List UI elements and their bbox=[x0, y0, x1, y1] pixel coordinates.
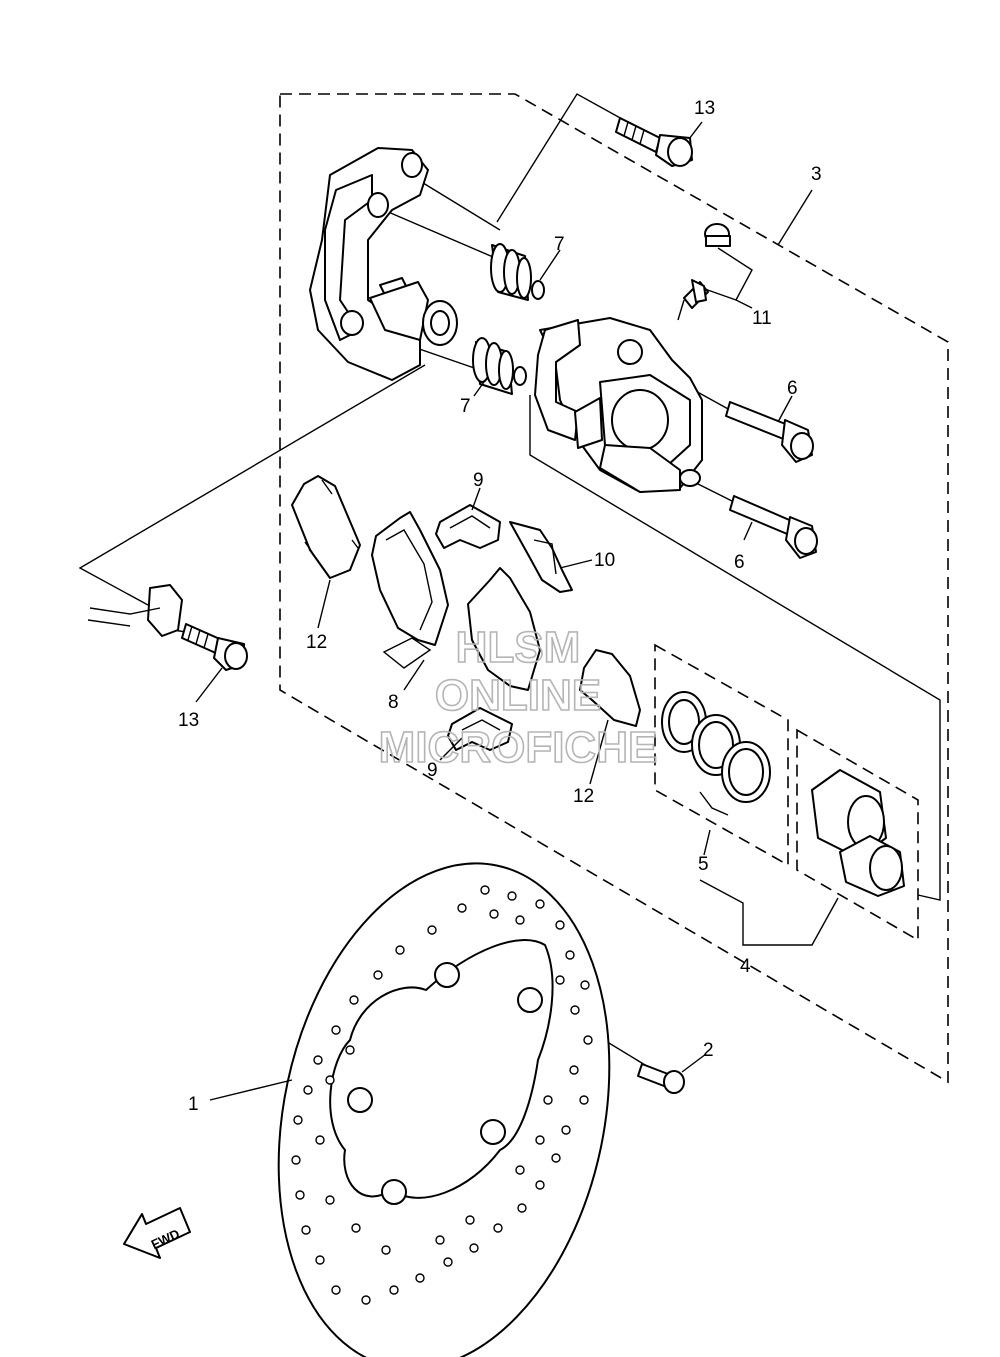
leader-13b bbox=[195, 667, 223, 703]
disc-vent-holes bbox=[291, 885, 593, 1305]
callout-13-top: 13 bbox=[694, 98, 715, 119]
disc-bolt-2 bbox=[637, 1063, 685, 1094]
leader-9a bbox=[471, 487, 481, 511]
callout-12-right: 12 bbox=[573, 786, 594, 807]
callout-3: 3 bbox=[811, 164, 822, 185]
boot-7-upper bbox=[490, 243, 545, 301]
callout-11: 11 bbox=[752, 308, 772, 329]
piston-seal-5 bbox=[661, 691, 771, 816]
leader-4 bbox=[699, 879, 839, 946]
fwd-arrow: FWD bbox=[123, 1207, 191, 1259]
centerline-pin bbox=[371, 204, 501, 261]
leader-12a bbox=[317, 579, 331, 629]
leader-7b bbox=[473, 381, 485, 397]
leader-bracket-to-13 bbox=[496, 93, 661, 223]
piston-4 bbox=[811, 769, 905, 897]
assembly-boundary bbox=[279, 93, 949, 1084]
callout-4: 4 bbox=[740, 956, 751, 977]
callout-2: 2 bbox=[703, 1040, 714, 1061]
leader-12b bbox=[589, 719, 609, 785]
leader-caliper-outline bbox=[529, 395, 941, 901]
callout-6-lower: 6 bbox=[734, 552, 745, 573]
centerline-upper bbox=[409, 174, 501, 231]
bolt-13-bottom bbox=[181, 623, 248, 671]
hose-clip bbox=[87, 584, 183, 637]
callout-10: 10 bbox=[594, 550, 615, 571]
leader-6b bbox=[743, 521, 753, 541]
watermark-line1: HLSM bbox=[456, 623, 581, 672]
leader-1 bbox=[209, 1079, 293, 1101]
leader-7a bbox=[539, 249, 561, 281]
callout-8: 8 bbox=[388, 692, 399, 713]
boot-7-lower bbox=[472, 337, 527, 395]
pad-shim-12-left bbox=[291, 475, 361, 579]
callout-6-upper: 6 bbox=[787, 378, 798, 399]
callout-12-left: 12 bbox=[306, 632, 327, 653]
callout-13-bottom: 13 bbox=[178, 710, 199, 731]
brake-disc-1 bbox=[277, 862, 611, 1357]
leader-11 bbox=[717, 247, 753, 309]
leader-2 bbox=[681, 1053, 707, 1073]
pad-shim-12-right bbox=[579, 649, 641, 727]
bolt-13-top bbox=[615, 117, 693, 167]
callout-9-upper: 9 bbox=[473, 470, 484, 491]
callout-7-upper: 7 bbox=[554, 234, 565, 255]
leader-8 bbox=[403, 659, 425, 691]
callout-9-lower: 9 bbox=[427, 760, 438, 781]
callout-7-lower: 7 bbox=[460, 396, 471, 417]
piston-kit-boundary bbox=[654, 643, 789, 867]
watermark-line2: ONLINE bbox=[435, 671, 601, 720]
caliper-bracket bbox=[309, 147, 458, 381]
pad-spring-9-lower bbox=[447, 707, 513, 751]
bleed-screw-11 bbox=[677, 223, 731, 321]
leader-3 bbox=[777, 189, 813, 246]
bolt-6-upper bbox=[725, 401, 814, 463]
pad-support-10 bbox=[509, 521, 573, 593]
callout-5: 5 bbox=[698, 854, 709, 875]
leader-10 bbox=[559, 559, 593, 569]
watermark-line3: MICROFICHE bbox=[379, 723, 658, 772]
brake-pad-8 bbox=[371, 511, 541, 691]
leader-5 bbox=[703, 829, 711, 856]
callout-1: 1 bbox=[188, 1094, 199, 1115]
leader-9b bbox=[439, 737, 463, 761]
bolt-6-lower bbox=[729, 495, 818, 559]
leader-6a bbox=[777, 395, 793, 423]
caliper-body bbox=[534, 317, 703, 493]
piston-boundary bbox=[796, 728, 919, 942]
leader-clip bbox=[78, 364, 426, 606]
pad-spring-9-upper bbox=[435, 504, 501, 549]
